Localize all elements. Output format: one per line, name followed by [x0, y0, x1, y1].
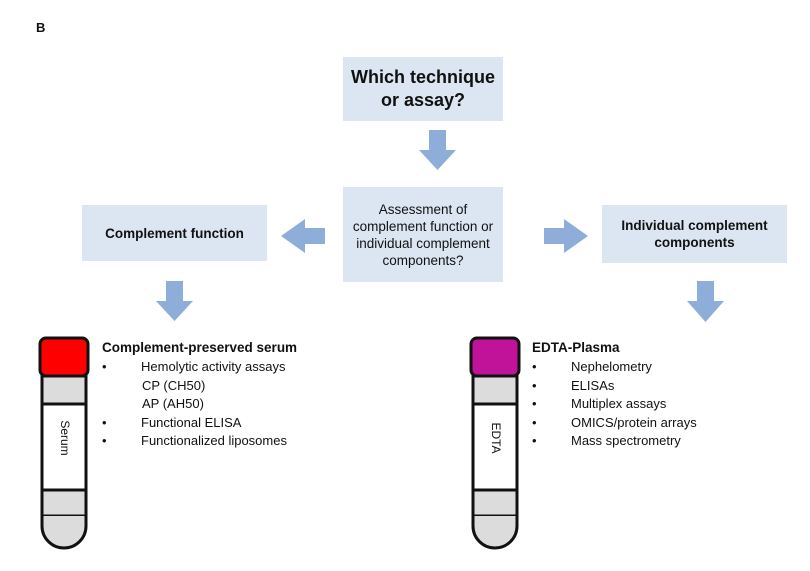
plasma-assay-list: • Nephelometry • ELISAs • Multiplex assays • OM…	[532, 358, 697, 451]
question-line-1: Which technique	[351, 67, 495, 87]
list-item-text: Functionalized liposomes	[141, 433, 287, 448]
individual-components-box: Individual complement components	[602, 205, 787, 263]
assessment-line-3: individual complement	[356, 235, 490, 251]
bullet-icon: •	[102, 433, 107, 448]
list-item: • Hemolytic activity assays	[102, 358, 287, 377]
serum-cap	[38, 336, 90, 378]
list-item-text: Hemolytic activity assays	[141, 359, 286, 374]
list-item: • Nephelometry	[532, 358, 697, 377]
bullet-icon: •	[532, 359, 537, 374]
list-item: CP (CH50)	[102, 377, 287, 396]
bullet-icon: •	[532, 396, 537, 411]
list-item-text: AP (AH50)	[142, 396, 204, 411]
list-item: • ELISAs	[532, 377, 697, 396]
list-item: • Multiplex assays	[532, 395, 697, 414]
arrow-right-icon	[544, 219, 588, 253]
arrow-left-icon	[281, 219, 325, 253]
list-item: • Mass spectrometry	[532, 432, 697, 451]
list-item: • Functionalized liposomes	[102, 432, 287, 451]
list-item-text: ELISAs	[571, 377, 615, 393]
bullet-icon: •	[102, 359, 107, 374]
edta-tube-icon	[469, 336, 521, 550]
arrow-down-left-icon	[156, 281, 193, 321]
serum-title: Complement-preserved serum	[102, 340, 298, 355]
arrow-down-icon	[419, 130, 456, 170]
list-item-text: Multiplex assays	[571, 396, 667, 411]
list-item: AP (AH50)	[102, 395, 287, 414]
question-box: Which technique or assay?	[343, 57, 503, 121]
assessment-box: Assessment of complement function or ind…	[343, 187, 503, 282]
assessment-line-4: components?	[382, 252, 464, 268]
complement-function-box: Complement function	[82, 205, 267, 261]
panel-label: B	[36, 20, 46, 35]
serum-tube-icon	[38, 336, 90, 550]
bullet-icon: •	[532, 377, 537, 393]
arrow-down-right-icon	[687, 281, 724, 322]
assessment-line-1: Assessment of	[378, 201, 468, 217]
serum-tube-label: Serum	[58, 420, 72, 456]
assessment-line-2: complement function or	[352, 218, 494, 234]
serum-assay-list: • Hemolytic activity assays CP (CH50) AP (A…	[102, 358, 287, 451]
plasma-title: EDTA-Plasma	[532, 340, 620, 355]
bullet-icon: •	[532, 433, 537, 448]
components-line-1: Individual complement	[621, 218, 768, 233]
list-item: • Functional ELISA	[102, 414, 287, 433]
bullet-icon: •	[102, 414, 107, 430]
complement-function-label: Complement function	[105, 225, 244, 241]
question-line-2: or assay?	[380, 90, 466, 110]
edta-tube-label: EDTA	[489, 422, 503, 454]
list-item-text: Nephelometry	[571, 359, 652, 374]
list-item-text: Mass spectrometry	[571, 433, 681, 448]
list-item-text: Functional ELISA	[141, 414, 242, 430]
edta-cap	[469, 336, 521, 378]
list-item: • OMICS/protein arrays	[532, 414, 697, 433]
list-item-text: CP (CH50)	[142, 377, 206, 393]
bullet-icon: •	[532, 414, 537, 430]
list-item-text: OMICS/protein arrays	[571, 414, 697, 430]
components-line-2: components	[654, 235, 735, 250]
